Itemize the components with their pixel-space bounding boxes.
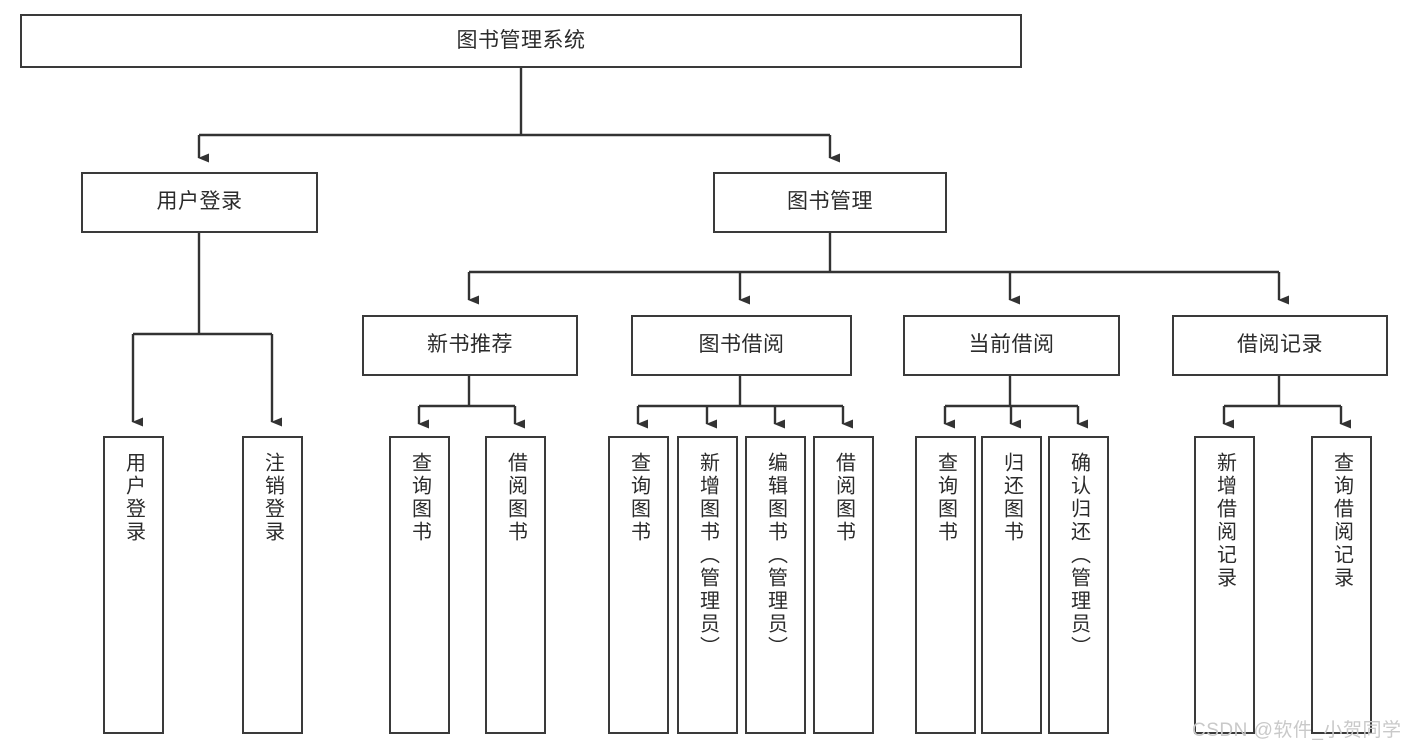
node-new-book-recommend[interactable]: 新书推荐: [362, 315, 578, 376]
leaf-book-borrow-query[interactable]: 查询图书: [608, 436, 669, 734]
leaf-new-book-query[interactable]: 查询图书: [389, 436, 450, 734]
leaf-label: 查询借阅记录: [1330, 452, 1353, 590]
node-label: 用户登录: [156, 190, 243, 214]
leaf-label: 编辑图书（管理员）: [764, 452, 787, 659]
leaf-user-login-login[interactable]: 用户登录: [103, 436, 164, 734]
leaf-label: 借阅图书: [832, 452, 855, 544]
leaf-user-login-logout[interactable]: 注销登录: [242, 436, 303, 734]
node-label: 图书借阅: [698, 333, 785, 357]
node-label: 当前借阅: [968, 333, 1055, 357]
node-label: 借阅记录: [1237, 333, 1323, 357]
leaf-label: 借阅图书: [504, 452, 527, 544]
node-label: 图书管理系统: [456, 28, 586, 52]
node-book-management[interactable]: 图书管理: [713, 172, 947, 233]
csdn-watermark: CSDN @软件_小贺同学: [1192, 720, 1402, 741]
leaf-label: 查询图书: [627, 452, 650, 544]
node-book-borrow[interactable]: 图书借阅: [631, 315, 852, 376]
leaf-label: 新增图书（管理员）: [696, 452, 719, 659]
leaf-book-borrow-borrow[interactable]: 借阅图书: [813, 436, 874, 734]
leaf-current-borrow-query[interactable]: 查询图书: [915, 436, 976, 734]
node-borrow-records[interactable]: 借阅记录: [1172, 315, 1388, 376]
node-label: 新书推荐: [427, 333, 513, 357]
leaf-records-query[interactable]: 查询借阅记录: [1311, 436, 1372, 734]
leaf-current-borrow-return[interactable]: 归还图书: [981, 436, 1042, 734]
leaf-label: 新增借阅记录: [1213, 452, 1236, 590]
leaf-label: 归还图书: [1000, 452, 1023, 544]
leaf-label: 查询图书: [934, 452, 957, 544]
leaf-book-borrow-add[interactable]: 新增图书（管理员）: [677, 436, 738, 734]
leaf-current-borrow-confirm-return[interactable]: 确认归还（管理员）: [1048, 436, 1109, 734]
leaf-records-add[interactable]: 新增借阅记录: [1194, 436, 1255, 734]
leaf-label: 查询图书: [408, 452, 431, 544]
leaf-label: 注销登录: [261, 452, 284, 544]
node-current-borrow[interactable]: 当前借阅: [903, 315, 1120, 376]
node-label: 图书管理: [787, 190, 873, 214]
leaf-label: 用户登录: [122, 452, 145, 544]
leaf-book-borrow-edit[interactable]: 编辑图书（管理员）: [745, 436, 806, 734]
leaf-new-book-borrow[interactable]: 借阅图书: [485, 436, 546, 734]
node-user-login[interactable]: 用户登录: [81, 172, 318, 233]
leaf-label: 确认归还（管理员）: [1067, 452, 1090, 659]
node-root-book-management-system[interactable]: 图书管理系统: [20, 14, 1022, 68]
